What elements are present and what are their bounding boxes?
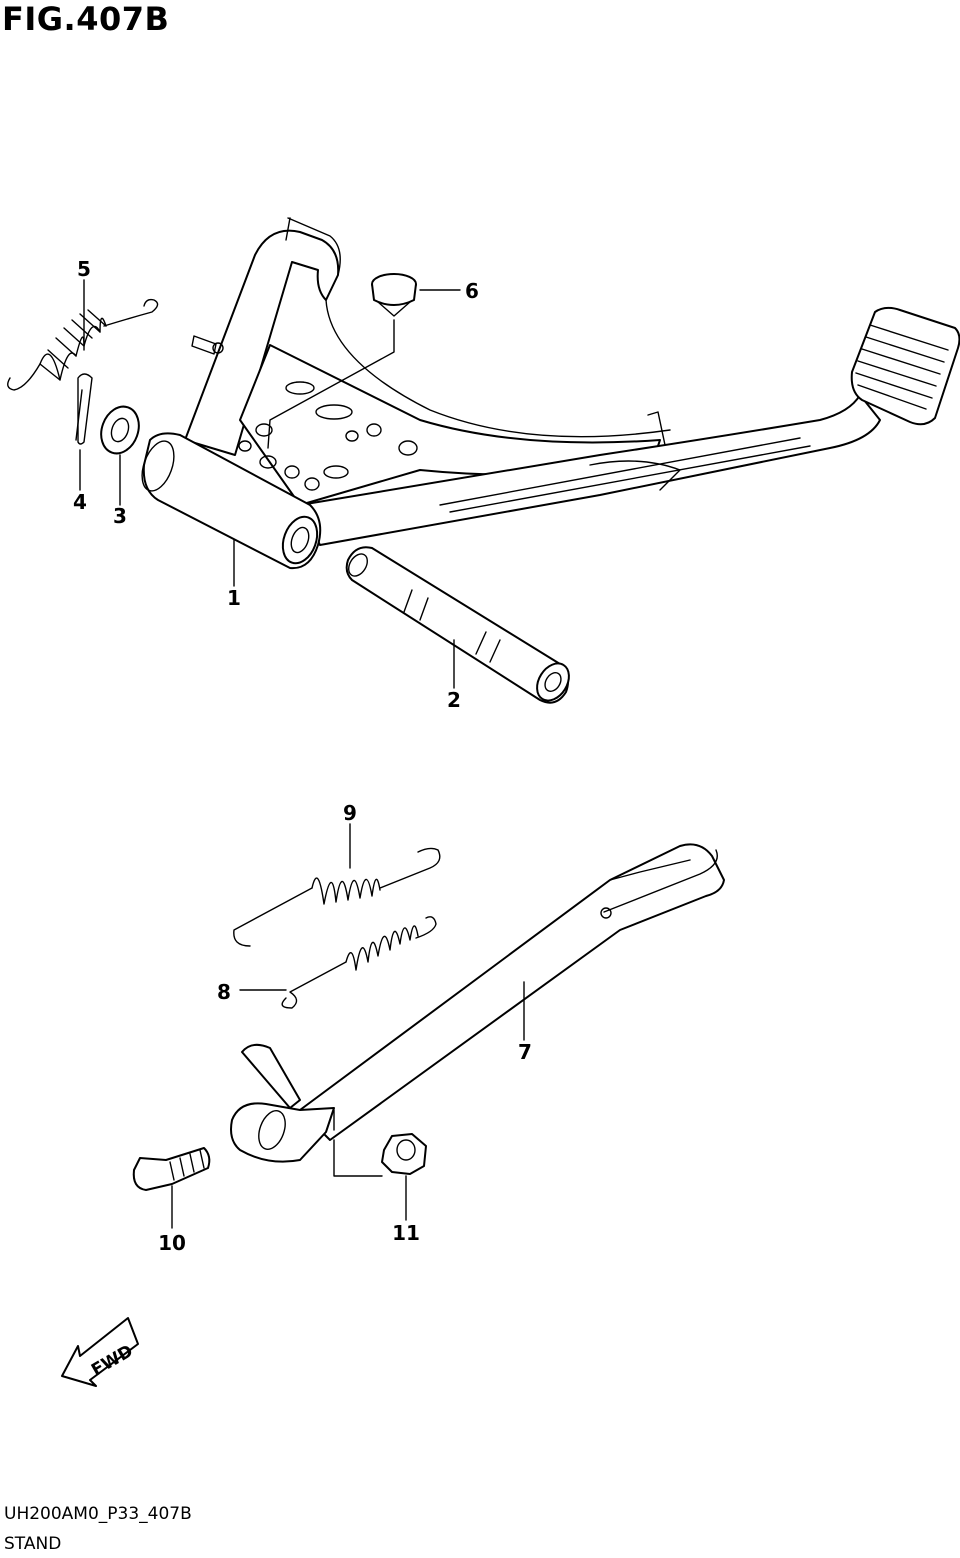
nut-part: [381, 1133, 427, 1175]
stopper-part: [371, 273, 417, 317]
callout-5: 5: [77, 257, 91, 281]
cotter-pin-part: [75, 373, 93, 445]
spring-upper-part: [7, 298, 159, 391]
callout-9: 9: [343, 801, 357, 825]
callout-6: 6: [465, 279, 479, 303]
callout-2: 2: [447, 688, 461, 712]
callout-8: 8: [217, 980, 231, 1004]
center-stand-part: [141, 217, 960, 570]
washer-part: [100, 405, 140, 455]
spring-lower-part: [281, 916, 437, 1009]
side-stand-part: [230, 843, 725, 1177]
figure-title: FIG.407B: [2, 0, 170, 38]
callout-11: 11: [392, 1221, 420, 1245]
spring-side-upper-part: [233, 847, 441, 947]
bolt-part: [132, 1147, 211, 1191]
figure-name: STAND: [4, 1534, 62, 1554]
callout-7: 7: [518, 1040, 532, 1064]
forward-arrow-icon: FWD: [61, 1317, 139, 1387]
callout-4: 4: [73, 490, 87, 514]
figure-code: UH200AM0_P33_407B: [4, 1504, 192, 1524]
callout-10: 10: [158, 1231, 186, 1255]
callout-1: 1: [227, 586, 241, 610]
stand-shaft-part: [345, 546, 570, 704]
callout-3: 3: [113, 504, 127, 528]
leader-lines: [79, 279, 525, 1229]
